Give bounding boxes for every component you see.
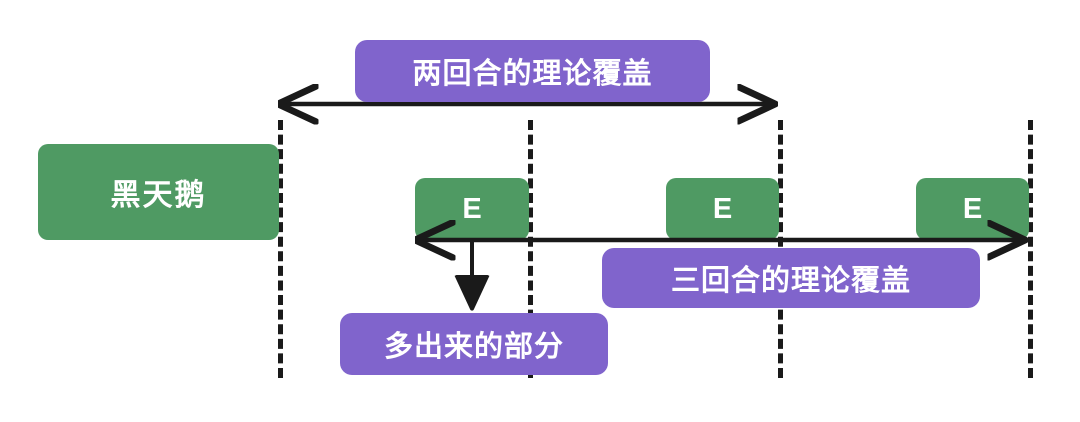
three-round-coverage-label: 三回合的理论覆盖: [602, 248, 980, 308]
event-box-2: E: [666, 178, 779, 240]
event-box-1-label: E: [462, 192, 482, 225]
event-box-3: E: [916, 178, 1029, 240]
guide-line-4: [1028, 120, 1033, 378]
three-round-coverage-text: 三回合的理论覆盖: [670, 265, 911, 297]
black-swan-label: 黑天鹅: [110, 179, 207, 212]
event-box-1: E: [415, 178, 529, 240]
event-box-3-label: E: [962, 192, 983, 225]
two-round-coverage-text: 两回合的理论覆盖: [412, 58, 653, 90]
event-box-2-label: E: [712, 192, 733, 225]
black-swan-box: 黑天鹅: [38, 144, 279, 240]
two-round-coverage-label: 两回合的理论覆盖: [355, 40, 710, 102]
extra-part-label: 多出来的部分: [340, 313, 608, 375]
extra-part-text: 多出来的部分: [383, 331, 564, 363]
guide-line-1: [278, 120, 283, 378]
